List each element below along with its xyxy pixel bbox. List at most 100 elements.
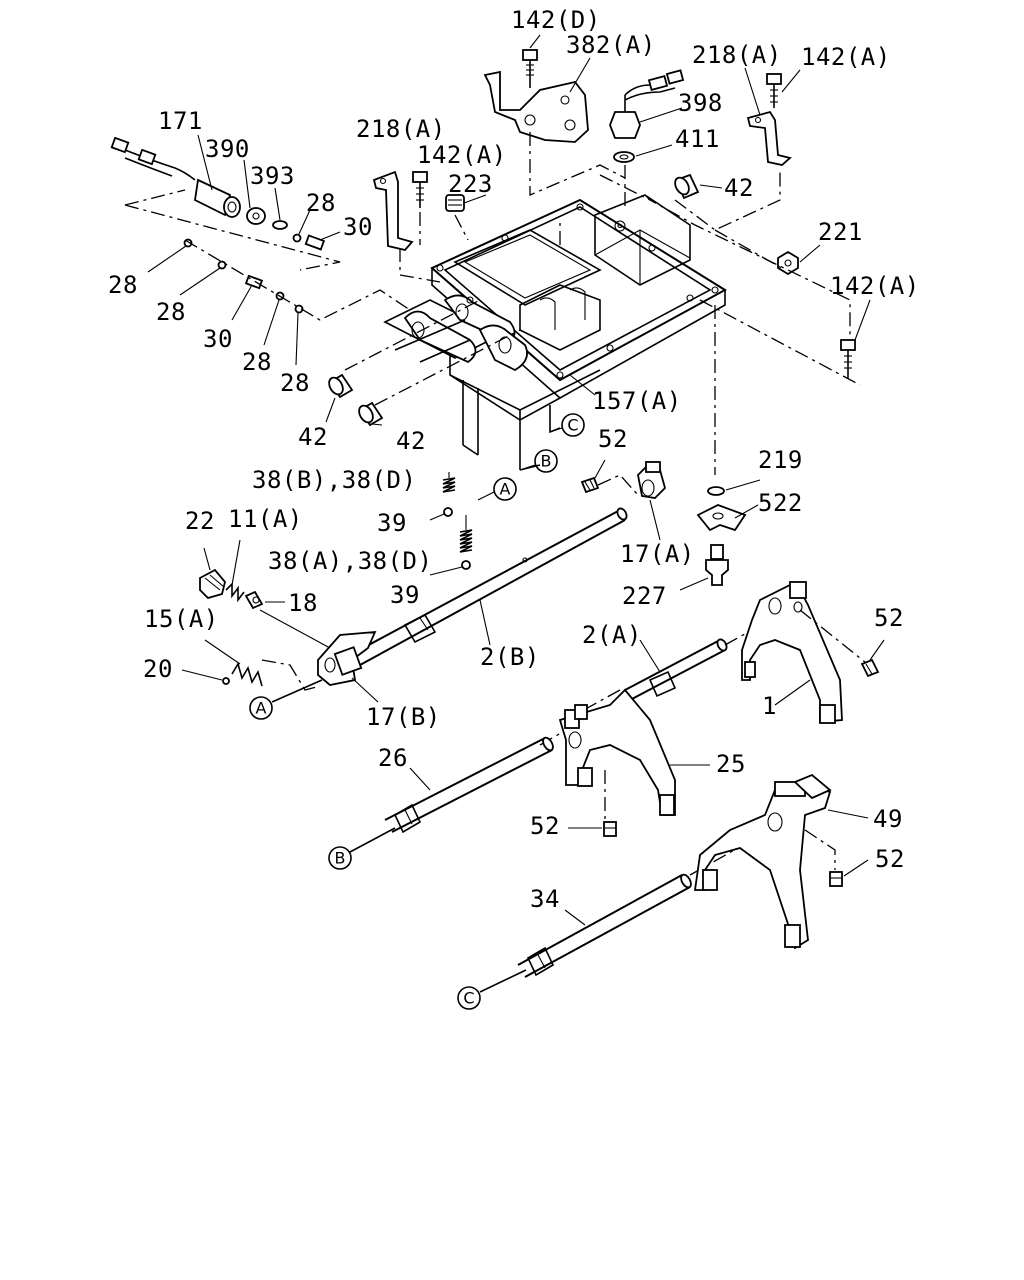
label-390: 390 <box>205 135 250 163</box>
label-52-top: 52 <box>598 425 628 453</box>
plug-42-mid <box>358 401 384 427</box>
ring-393 <box>272 220 288 230</box>
label-142a-top: 142(A) <box>801 43 891 71</box>
callout-c-mid: C <box>561 413 585 437</box>
plug-42-left <box>328 373 354 399</box>
bolt-142a-top <box>766 73 782 108</box>
label-22: 22 <box>185 507 215 535</box>
label-171: 171 <box>158 107 203 135</box>
label-142a-right: 142(A) <box>830 272 920 300</box>
fork-25 <box>558 688 676 816</box>
label-28-d: 28 <box>280 369 310 397</box>
label-411: 411 <box>675 125 720 153</box>
label-42-left: 42 <box>298 423 328 451</box>
screw-52-top <box>580 476 600 494</box>
ball-28-upper <box>292 233 302 243</box>
svg-text:C: C <box>567 416 578 435</box>
callout-b-mid: B <box>534 449 558 473</box>
label-17b: 17(B) <box>366 703 441 731</box>
label-218a-mid: 218(A) <box>356 115 446 143</box>
label-42-right: 42 <box>724 174 754 202</box>
pin-227 <box>705 544 729 586</box>
label-522: 522 <box>758 489 803 517</box>
ball-39-a <box>443 507 453 517</box>
label-49: 49 <box>873 805 903 833</box>
screw-52-mid <box>603 821 617 837</box>
nut-221 <box>777 250 799 276</box>
spring-38ad <box>459 515 473 553</box>
rod-26 <box>384 736 554 834</box>
fork-49 <box>693 773 832 950</box>
label-28-upper: 28 <box>306 189 336 217</box>
label-393: 393 <box>250 162 295 190</box>
label-30-lower: 30 <box>203 325 233 353</box>
label-227: 227 <box>622 582 667 610</box>
label-218a-top: 218(A) <box>692 41 782 69</box>
svg-text:C: C <box>463 989 474 1008</box>
collar-17a <box>637 461 667 499</box>
rod-2a <box>624 619 771 701</box>
label-42-mid: 42 <box>396 427 426 455</box>
callout-a-mid: A <box>493 477 517 501</box>
screw-52-right <box>860 658 880 678</box>
label-142d: 142(D) <box>511 6 601 34</box>
spring-15a <box>231 662 263 687</box>
spring-11a <box>225 582 245 603</box>
fork-1 <box>741 581 843 724</box>
ball-39-b <box>461 560 471 570</box>
svg-text:B: B <box>541 452 552 471</box>
ball-28-b <box>217 260 227 270</box>
label-28-b: 28 <box>156 298 186 326</box>
callout-c-left: C <box>457 986 481 1010</box>
label-26: 26 <box>378 744 408 772</box>
plug-42-right <box>674 173 700 200</box>
label-17a: 17(A) <box>620 540 695 568</box>
label-2a: 2(A) <box>582 621 642 649</box>
label-38ad: 38(A),38(D) <box>268 547 432 575</box>
label-34: 34 <box>530 885 560 913</box>
label-221: 221 <box>818 218 863 246</box>
label-1: 1 <box>762 692 777 720</box>
label-157a: 157(A) <box>592 387 682 415</box>
plug-22 <box>199 568 226 600</box>
screw-52-low <box>829 871 843 887</box>
label-39-b: 39 <box>390 581 420 609</box>
bolt-142a-mid <box>412 171 428 208</box>
washer-219 <box>707 486 725 496</box>
bolt-142d <box>522 49 538 88</box>
part-18 <box>244 590 264 610</box>
label-28-c: 28 <box>242 348 272 376</box>
pin-30-upper <box>304 234 326 251</box>
sensor-398 <box>609 69 685 139</box>
washer-411 <box>613 151 635 163</box>
bolt-142a-right <box>840 339 856 378</box>
label-398: 398 <box>678 89 723 117</box>
label-52-right: 52 <box>874 604 904 632</box>
svg-text:A: A <box>256 699 267 718</box>
ball-20 <box>222 677 230 685</box>
label-25: 25 <box>716 750 746 778</box>
callout-a-left: A <box>249 696 273 720</box>
bracket-218a-top <box>746 110 792 166</box>
spring-38bd <box>442 472 456 493</box>
callout-b-left: B <box>328 846 352 870</box>
bracket-17b <box>317 630 377 686</box>
label-11a: 11(A) <box>228 505 303 533</box>
svg-text:B: B <box>335 849 346 868</box>
rod-34 <box>517 873 692 978</box>
label-219: 219 <box>758 446 803 474</box>
svg-text:A: A <box>500 480 511 499</box>
label-223: 223 <box>448 170 493 198</box>
label-30-upper: 30 <box>343 213 373 241</box>
plate-522 <box>696 504 747 532</box>
bracket-218a-mid <box>372 170 414 252</box>
label-52-low: 52 <box>875 845 905 873</box>
label-28-a: 28 <box>108 271 138 299</box>
rod-2b <box>349 507 628 666</box>
label-20: 20 <box>143 655 173 683</box>
label-142a-mid: 142(A) <box>417 141 507 169</box>
label-52-mid: 52 <box>530 812 560 840</box>
label-2b: 2(B) <box>480 643 540 671</box>
label-18: 18 <box>288 589 318 617</box>
